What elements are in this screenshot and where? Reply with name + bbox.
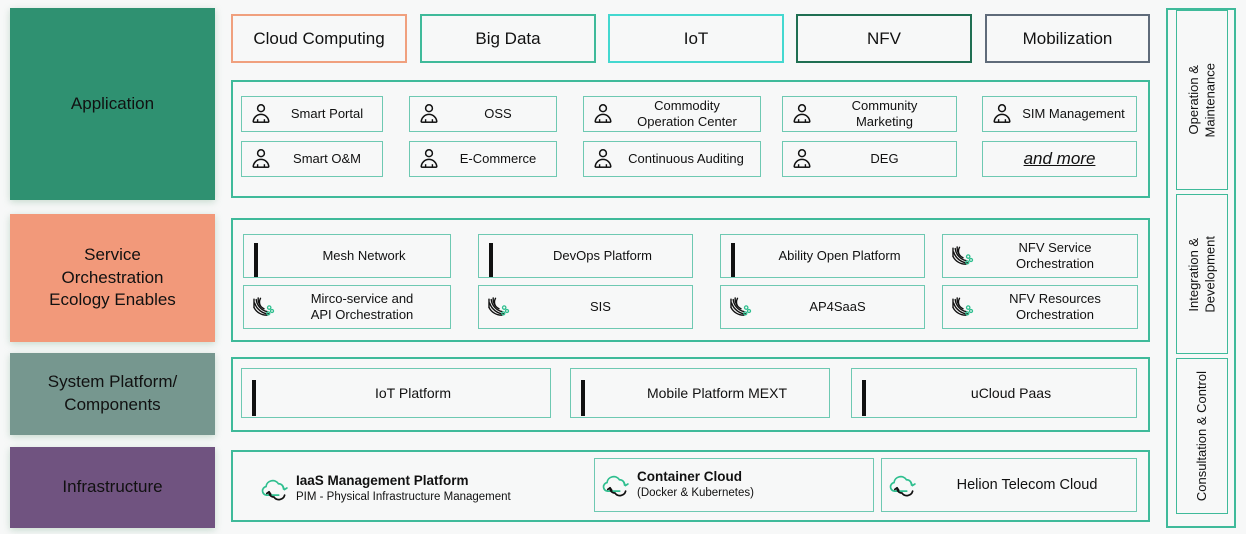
infrastructure-item[interactable]: Helion Telecom Cloud bbox=[881, 458, 1137, 512]
layer-label-text: Infrastructure bbox=[62, 477, 163, 497]
infrastructure-item-title: Helion Telecom Cloud bbox=[956, 476, 1098, 493]
infrastructure-item-title: IaaS Management Platform bbox=[296, 473, 469, 489]
system-platform-item[interactable]: uCloud Paas bbox=[851, 368, 1137, 418]
application-item[interactable]: DEG bbox=[782, 141, 957, 177]
rail-cell-label: Integration & Development bbox=[1185, 235, 1217, 313]
cloud-cycle-icon bbox=[602, 475, 629, 496]
system-platform-item-label: IoT Platform bbox=[375, 384, 451, 401]
service-item-label: NFV Resources Orchestration bbox=[1009, 291, 1101, 322]
application-item-label: Smart O&M bbox=[293, 151, 361, 167]
application-item[interactable]: Community Marketing bbox=[782, 96, 957, 132]
domain-tag[interactable]: NFV bbox=[796, 14, 972, 63]
rail-cell-label: Operation & Maintenance bbox=[1185, 62, 1217, 138]
domain-tag-label: NFV bbox=[867, 28, 901, 48]
domain-tag[interactable]: Big Data bbox=[420, 14, 596, 63]
application-item[interactable]: E-Commerce bbox=[409, 141, 557, 177]
person-icon bbox=[420, 149, 438, 168]
application-item-label: SIM Management bbox=[1022, 106, 1125, 122]
domain-tag[interactable]: Mobilization bbox=[985, 14, 1150, 63]
person-icon bbox=[252, 104, 270, 123]
dot-grid-icon bbox=[252, 380, 278, 416]
layer-label: Application bbox=[10, 8, 215, 200]
application-item-label: Community Marketing bbox=[851, 98, 918, 129]
application-item-label: OSS bbox=[484, 106, 512, 122]
domain-tag-label: Big Data bbox=[475, 28, 541, 48]
service-item[interactable]: NFV Service Orchestration bbox=[942, 234, 1138, 278]
domain-tag[interactable]: Cloud Computing bbox=[231, 14, 407, 63]
rail-cell[interactable]: Consultation & Control bbox=[1176, 358, 1228, 514]
service-item-label: Ability Open Platform bbox=[778, 248, 901, 264]
domain-tag-label: Mobilization bbox=[1022, 28, 1113, 48]
person-icon bbox=[594, 149, 612, 168]
cloud-cycle-icon bbox=[261, 479, 288, 500]
system-platform-item[interactable]: IoT Platform bbox=[241, 368, 551, 418]
service-item[interactable]: SIS bbox=[478, 285, 693, 329]
application-item[interactable]: SIM Management bbox=[982, 96, 1137, 132]
application-item-label: E-Commerce bbox=[459, 151, 537, 167]
service-item-label: SIS bbox=[590, 299, 611, 315]
application-item[interactable]: Smart Portal bbox=[241, 96, 383, 132]
domain-tag-label: Cloud Computing bbox=[253, 28, 385, 48]
dot-grid-icon bbox=[731, 243, 757, 277]
fan-icon bbox=[952, 246, 974, 265]
application-item-label: Continuous Auditing bbox=[628, 151, 744, 167]
layer-label-text: Service Orchestration Ecology Enables bbox=[49, 244, 176, 310]
service-item-label: NFV Service Orchestration bbox=[1015, 240, 1095, 271]
dot-grid-icon bbox=[489, 243, 515, 277]
infrastructure-item-title: Container Cloud bbox=[637, 469, 742, 485]
person-icon bbox=[594, 104, 612, 123]
application-item[interactable]: OSS bbox=[409, 96, 557, 132]
person-icon bbox=[793, 104, 811, 123]
service-item[interactable]: NFV Resources Orchestration bbox=[942, 285, 1138, 329]
application-item[interactable]: Smart O&M bbox=[241, 141, 383, 177]
person-icon bbox=[993, 104, 1011, 123]
rail-cell[interactable]: Operation & Maintenance bbox=[1176, 10, 1228, 190]
fan-icon bbox=[488, 297, 510, 316]
dot-grid-icon bbox=[254, 243, 280, 277]
layer-label: System Platform/ Components bbox=[10, 353, 215, 435]
application-item[interactable]: Commodity Operation Center bbox=[583, 96, 761, 132]
layer-label-text: System Platform/ Components bbox=[47, 372, 178, 414]
service-item[interactable]: Ability Open Platform bbox=[720, 234, 925, 278]
infrastructure-item[interactable]: Container Cloud (Docker & Kubernetes) bbox=[594, 458, 874, 512]
system-platform-item-label: Mobile Platform MEXT bbox=[646, 384, 788, 401]
cloud-cycle-icon bbox=[889, 475, 916, 496]
dot-grid-icon bbox=[862, 380, 888, 416]
service-item[interactable]: Mirco-service and API Orchestration bbox=[243, 285, 451, 329]
system-platform-item-label: uCloud Paas bbox=[970, 384, 1052, 401]
domain-tag[interactable]: IoT bbox=[608, 14, 784, 63]
domain-tag-label: IoT bbox=[683, 28, 709, 48]
service-item[interactable]: DevOps Platform bbox=[478, 234, 693, 278]
rail-cell-label: Consultation & Control bbox=[1193, 370, 1209, 502]
service-item-label: AP4SaaS bbox=[809, 299, 866, 315]
application-item-label: Commodity Operation Center bbox=[637, 98, 737, 129]
application-item[interactable]: and more bbox=[982, 141, 1137, 177]
infrastructure-item-subtitle: PIM - Physical Infrastructure Management bbox=[296, 491, 511, 504]
layer-label-text: Application bbox=[70, 93, 155, 113]
application-item-label: DEG bbox=[870, 151, 899, 167]
layer-label: Service Orchestration Ecology Enables bbox=[10, 214, 215, 342]
fan-icon bbox=[952, 297, 974, 316]
application-item[interactable]: Continuous Auditing bbox=[583, 141, 761, 177]
application-item-label: Smart Portal bbox=[290, 106, 364, 122]
layer-label: Infrastructure bbox=[10, 447, 215, 528]
service-item-label: Mirco-service and API Orchestration bbox=[310, 291, 414, 322]
infrastructure-item-subtitle: (Docker & Kubernetes) bbox=[637, 487, 754, 500]
fan-icon bbox=[253, 297, 275, 316]
service-item-label: Mesh Network bbox=[322, 248, 406, 264]
rail-cell[interactable]: Integration & Development bbox=[1176, 194, 1228, 354]
application-item-label: and more bbox=[1023, 148, 1096, 168]
service-item-label: DevOps Platform bbox=[553, 248, 652, 264]
dot-grid-icon bbox=[581, 380, 607, 416]
service-item[interactable]: AP4SaaS bbox=[720, 285, 925, 329]
service-item[interactable]: Mesh Network bbox=[243, 234, 451, 278]
fan-icon bbox=[730, 297, 752, 316]
person-icon bbox=[252, 149, 270, 168]
person-icon bbox=[420, 104, 438, 123]
person-icon bbox=[793, 149, 811, 168]
system-platform-item[interactable]: Mobile Platform MEXT bbox=[570, 368, 830, 418]
